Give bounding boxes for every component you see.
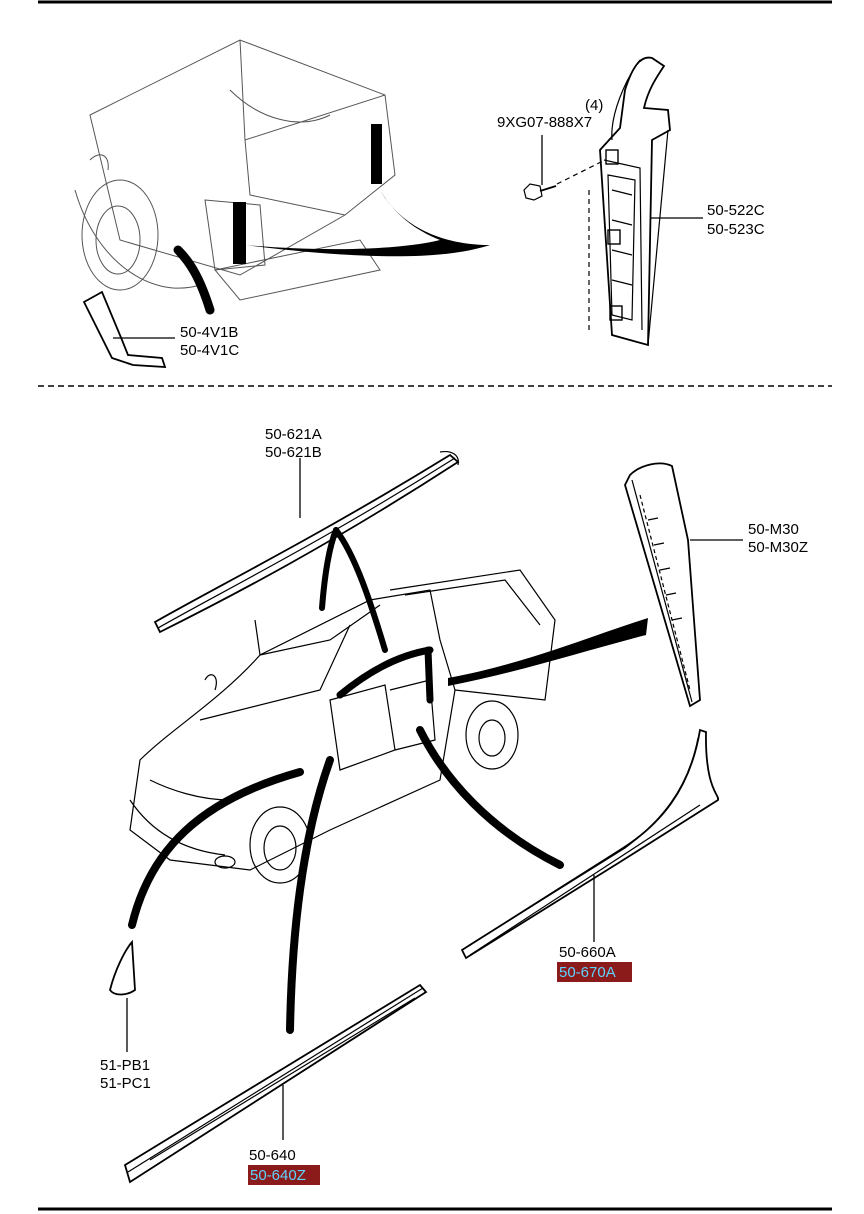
label-mirror-cover-a: 51-PB1 [100, 1057, 150, 1074]
highlight-rear-door-moulding-b [557, 962, 632, 982]
label-roof-moulding-a: 50-621A [265, 426, 322, 443]
truck-illustration [129, 569, 556, 884]
label-pillar-garnish-b: 50-M30Z [748, 539, 808, 556]
label-bolt-qty: (4) [585, 97, 603, 114]
front-door-moulding-part [123, 983, 428, 1184]
mirror-cover-part [109, 939, 136, 996]
label-bumper-cover-a: 50-4V1B [180, 324, 238, 341]
label-pillar-garnish-a: 50-M30 [748, 521, 799, 538]
bumper-cover-part [82, 290, 167, 368]
rear-truck-illustration [74, 39, 490, 315]
label-rear-door-moulding-a: 50-660A [559, 944, 616, 961]
label-front-door-moulding-a: 50-640 [249, 1147, 296, 1164]
label-bumper-cover-b: 50-4V1C [180, 342, 239, 359]
taillight-moulding-part [599, 56, 671, 347]
rear-door-moulding-part [460, 728, 719, 960]
label-taillight-moulding-b: 50-523C [707, 221, 765, 238]
label-mirror-cover-b: 51-PC1 [100, 1075, 151, 1092]
label-rear-door-moulding-b: 50-670A [559, 964, 616, 981]
taillight-bolt-part [523, 159, 606, 330]
highlight-front-door-moulding-b [248, 1165, 320, 1185]
roof-moulding-part [153, 450, 460, 634]
label-roof-moulding-b: 50-621B [265, 444, 322, 461]
label-taillight-moulding-a: 50-522C [707, 202, 765, 219]
pillar-garnish-part [624, 462, 701, 708]
label-front-door-moulding-b: 50-640Z [250, 1167, 306, 1184]
label-taillight-bolt: 9XG07-888X7 [497, 114, 592, 131]
